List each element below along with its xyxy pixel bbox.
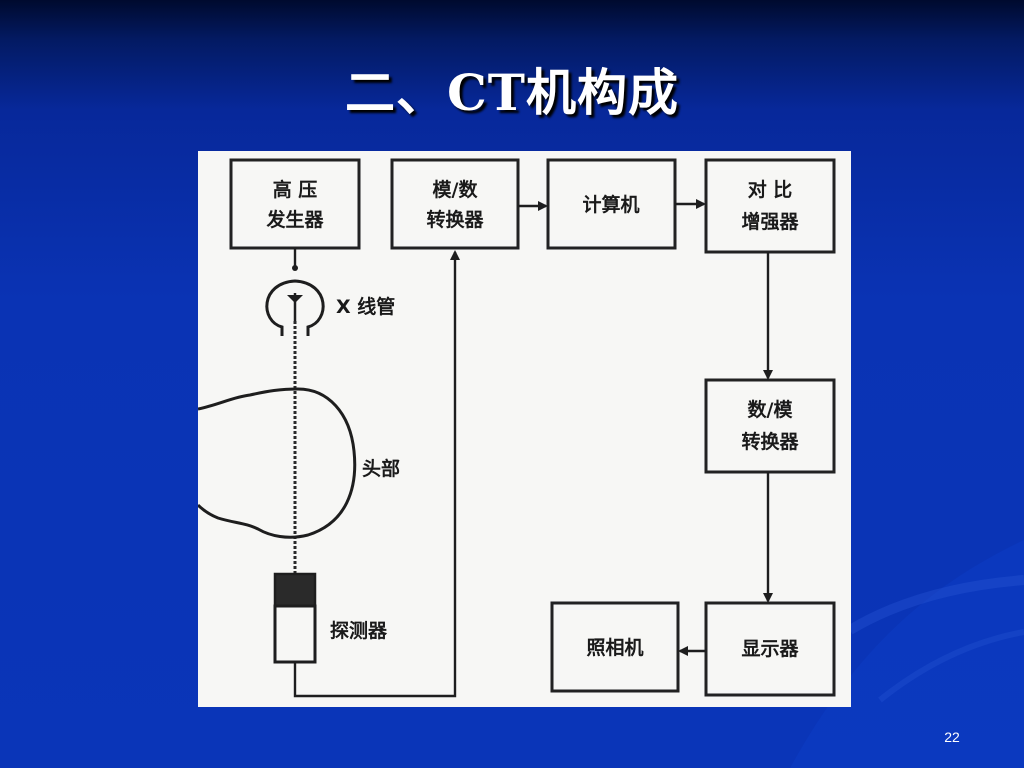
ad-converter-box: 模/数 转换器 [390,158,520,250]
contrast-enhancer-label-line2: 增强器 [741,210,799,233]
contrast-enhancer-box: 对 比 增强器 [704,158,836,254]
computer-label: 计算机 [582,193,639,216]
head-outline [198,387,357,539]
high-voltage-generator-box: 高 压 发生器 [229,158,361,250]
detector-to-ad-arrow [293,250,460,698]
head-label: 头部 [362,457,400,480]
ct-block-diagram: 高 压 发生器 模/数 转换器 计算机 对 比 增强器 [198,151,851,707]
contrast-enhancer-label-line1: 对 比 [748,178,793,201]
high-voltage-label-line2: 发生器 [265,208,324,231]
camera-box: 照相机 [550,601,680,693]
ad-converter-label-line2: 转换器 [426,208,484,231]
display-box: 显示器 [704,601,836,697]
camera-label: 照相机 [586,637,643,659]
slide-title: 二、CT机构成 [344,63,679,122]
xray-tube-label: X 线管 [336,295,395,318]
ad-converter-label-line1: 模/数 [433,178,479,201]
computer-box: 计算机 [546,158,677,250]
high-voltage-label-line1: 高 压 [273,178,318,201]
hv-connector-dot [292,265,298,271]
xray-tube-icon [265,279,325,336]
slide-number: 22 [944,729,960,745]
da-converter-label-line2: 转换器 [741,430,799,453]
detector-icon [273,572,317,664]
da-converter-box: 数/模 转换器 [704,378,836,474]
display-label: 显示器 [741,638,799,660]
detector-label: 探测器 [330,620,388,642]
da-converter-label-line1: 数/模 [748,398,794,421]
diagram-canvas: 高 压 发生器 模/数 转换器 计算机 对 比 增强器 [198,158,836,698]
